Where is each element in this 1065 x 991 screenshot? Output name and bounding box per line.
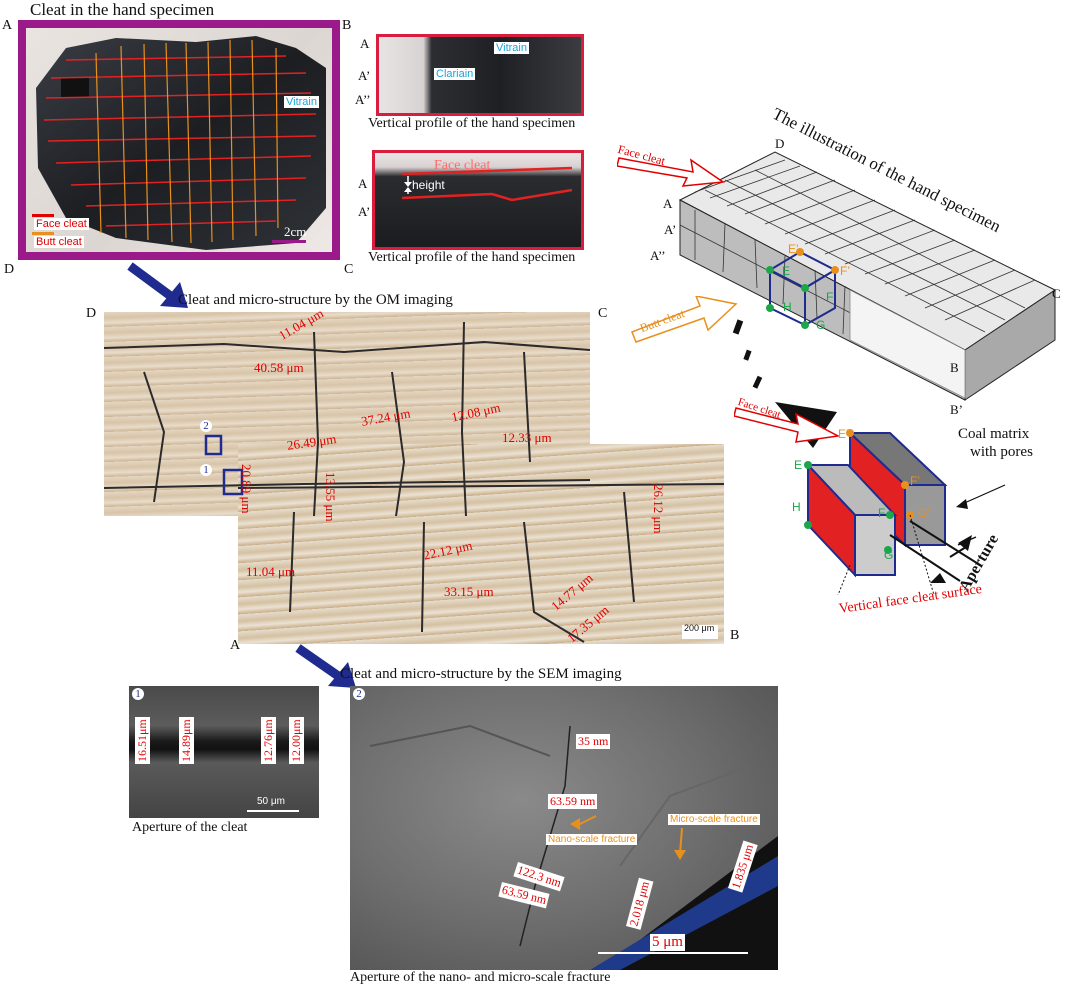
om-measure-6: 20.89 μm (239, 464, 254, 514)
profile-photo-b: Vitrain Clariain (376, 34, 584, 116)
sem1-scale: 50 μm (257, 796, 285, 807)
face-cleat-arrow (617, 157, 726, 187)
sem2-arrows (570, 815, 748, 954)
sem1-measure-0: 16.51μm (135, 717, 150, 764)
block-face-cleat-arrow (734, 407, 841, 443)
vitrain-label: Vitrain (284, 96, 319, 108)
illus-point-f: F (826, 290, 834, 304)
block-point-f: F (878, 506, 886, 520)
om-letter-b: B (730, 628, 740, 643)
nano-fracture-label: Nano-scale fracture (546, 834, 638, 845)
om-letter-a: A (230, 638, 241, 653)
illus-point-h: H (783, 300, 792, 314)
profile-c-cleat-lines (401, 166, 573, 202)
block-point-e: E (794, 458, 803, 472)
illus-letter-b2: B’ (950, 402, 963, 417)
coal-matrix-label: Coal matrix (958, 426, 1030, 442)
block-point-g: G (884, 548, 894, 562)
sem1-scale-bar (247, 810, 299, 812)
profile-photo-c: Face cleat height (372, 150, 584, 250)
with-pores-label: with pores (970, 444, 1033, 460)
cleat-block-detail (804, 429, 1006, 595)
om-micrograph: 11.04 μm 40.58 μm 37.24 μm 12.08 μm 26.4… (104, 305, 724, 645)
panel-b-label-a: A (360, 36, 370, 51)
om-scale-bar (682, 625, 718, 639)
blue-arrow-2 (295, 644, 356, 688)
panel-c-label-a1: A’ (358, 204, 371, 219)
hand-specimen-photo: Vitrain Face cleat Butt cleat 2cm (18, 20, 340, 260)
blue-arrow-1 (127, 262, 188, 308)
face-cleat-legend: Face cleat (34, 218, 89, 230)
sem-title: Cleat and micro-structure by the SEM ima… (340, 666, 622, 682)
sem1-caption: Aperture of the cleat (132, 820, 248, 835)
illustration-3d-block (678, 151, 1056, 448)
panel-a-letter-a: A (2, 18, 13, 33)
illus-letter-a2: A’’ (650, 248, 666, 263)
illus-letter-c: C (1052, 286, 1061, 301)
om-scale-label: 200 μm (684, 623, 715, 633)
micro-fracture-label: Micro-scale fracture (668, 814, 760, 825)
om-measure-8: 26.12 μm (651, 484, 666, 534)
block-point-e1: E’ (838, 427, 849, 441)
butt-cleat-swatch (32, 232, 54, 235)
sem1-measure-1: 14.89μm (179, 717, 194, 764)
om-measure-9: 11.04 μm (246, 564, 296, 579)
scale-2cm: 2cm (284, 224, 307, 239)
om-measure-5: 12.33 μm (502, 430, 552, 445)
profile-b-clariain: Clariain (434, 68, 476, 80)
face-cleat-label-c: Face cleat (434, 158, 491, 173)
illus-letter-d: D (775, 136, 785, 151)
om-title: Cleat and micro-structure by the OM imag… (178, 292, 453, 308)
illus-point-e1: E’ (788, 242, 799, 256)
om-measure-7: 13.55 μm (323, 472, 338, 522)
panel-a-letter-d: D (4, 262, 15, 277)
butt-cleat-arrow (631, 296, 738, 343)
profile-b-vitrain: Vitrain (494, 42, 529, 54)
sem2-measure-1: 63.59 nm (548, 794, 598, 809)
om-letter-c: C (598, 306, 608, 321)
panel-a-letter-b: B (342, 18, 352, 33)
om-marker-2: 2 (200, 420, 212, 432)
sem2-measure-0: 35 nm (576, 734, 611, 749)
sem1-measure-3: 12.00μm (289, 717, 304, 764)
om-cracks (104, 321, 724, 643)
panel-a-title: Cleat in the hand specimen (30, 0, 215, 19)
panel-c-caption: Vertical profile of the hand specimen (368, 250, 576, 265)
illus-point-e: E (782, 264, 791, 278)
sem2-caption: Aperture of the nano- and micro-scale fr… (350, 970, 611, 985)
panel-c-label-a: A (358, 176, 368, 191)
panel-a-letter-c: C (344, 262, 354, 277)
block-point-f1: F’ (910, 474, 920, 488)
sem-image-2: 2 35 nm 63.59 nm 122.3 nm 63.59 nm 2.018… (350, 686, 778, 970)
illus-point-f1: F’ (840, 264, 850, 278)
sem1-measure-2: 12.76μm (261, 717, 276, 764)
sem1-marker: 1 (132, 688, 144, 700)
om-letter-d: D (86, 306, 97, 321)
block-point-h: H (792, 500, 801, 514)
height-label: height (412, 178, 445, 192)
butt-cleat-legend: Butt cleat (34, 236, 84, 248)
sem2-scale: 5 μm (650, 934, 685, 951)
illus-letter-b1: B (950, 360, 959, 375)
om-marker-1: 1 (200, 464, 212, 476)
face-cleat-swatch (32, 214, 54, 217)
om-measure-1: 40.58 μm (254, 360, 304, 375)
sem-image-1: 1 16.51μm 14.89μm 12.76μm 12.00μm 50 μm (129, 686, 319, 818)
panel-b-label-a2: A’’ (355, 92, 371, 107)
illus-letter-a1: A’ (664, 222, 677, 237)
panel-b-caption: Vertical profile of the hand specimen (368, 116, 576, 131)
sem2-marker: 2 (353, 688, 365, 700)
om-measure-11: 33.15 μm (444, 584, 494, 599)
coal-specimen-drawing (36, 36, 326, 250)
illus-point-g: G (816, 318, 826, 332)
block-point-g1: G’ (918, 506, 930, 520)
illus-letter-a: A (663, 196, 673, 211)
panel-b-label-a1: A’ (358, 68, 371, 83)
